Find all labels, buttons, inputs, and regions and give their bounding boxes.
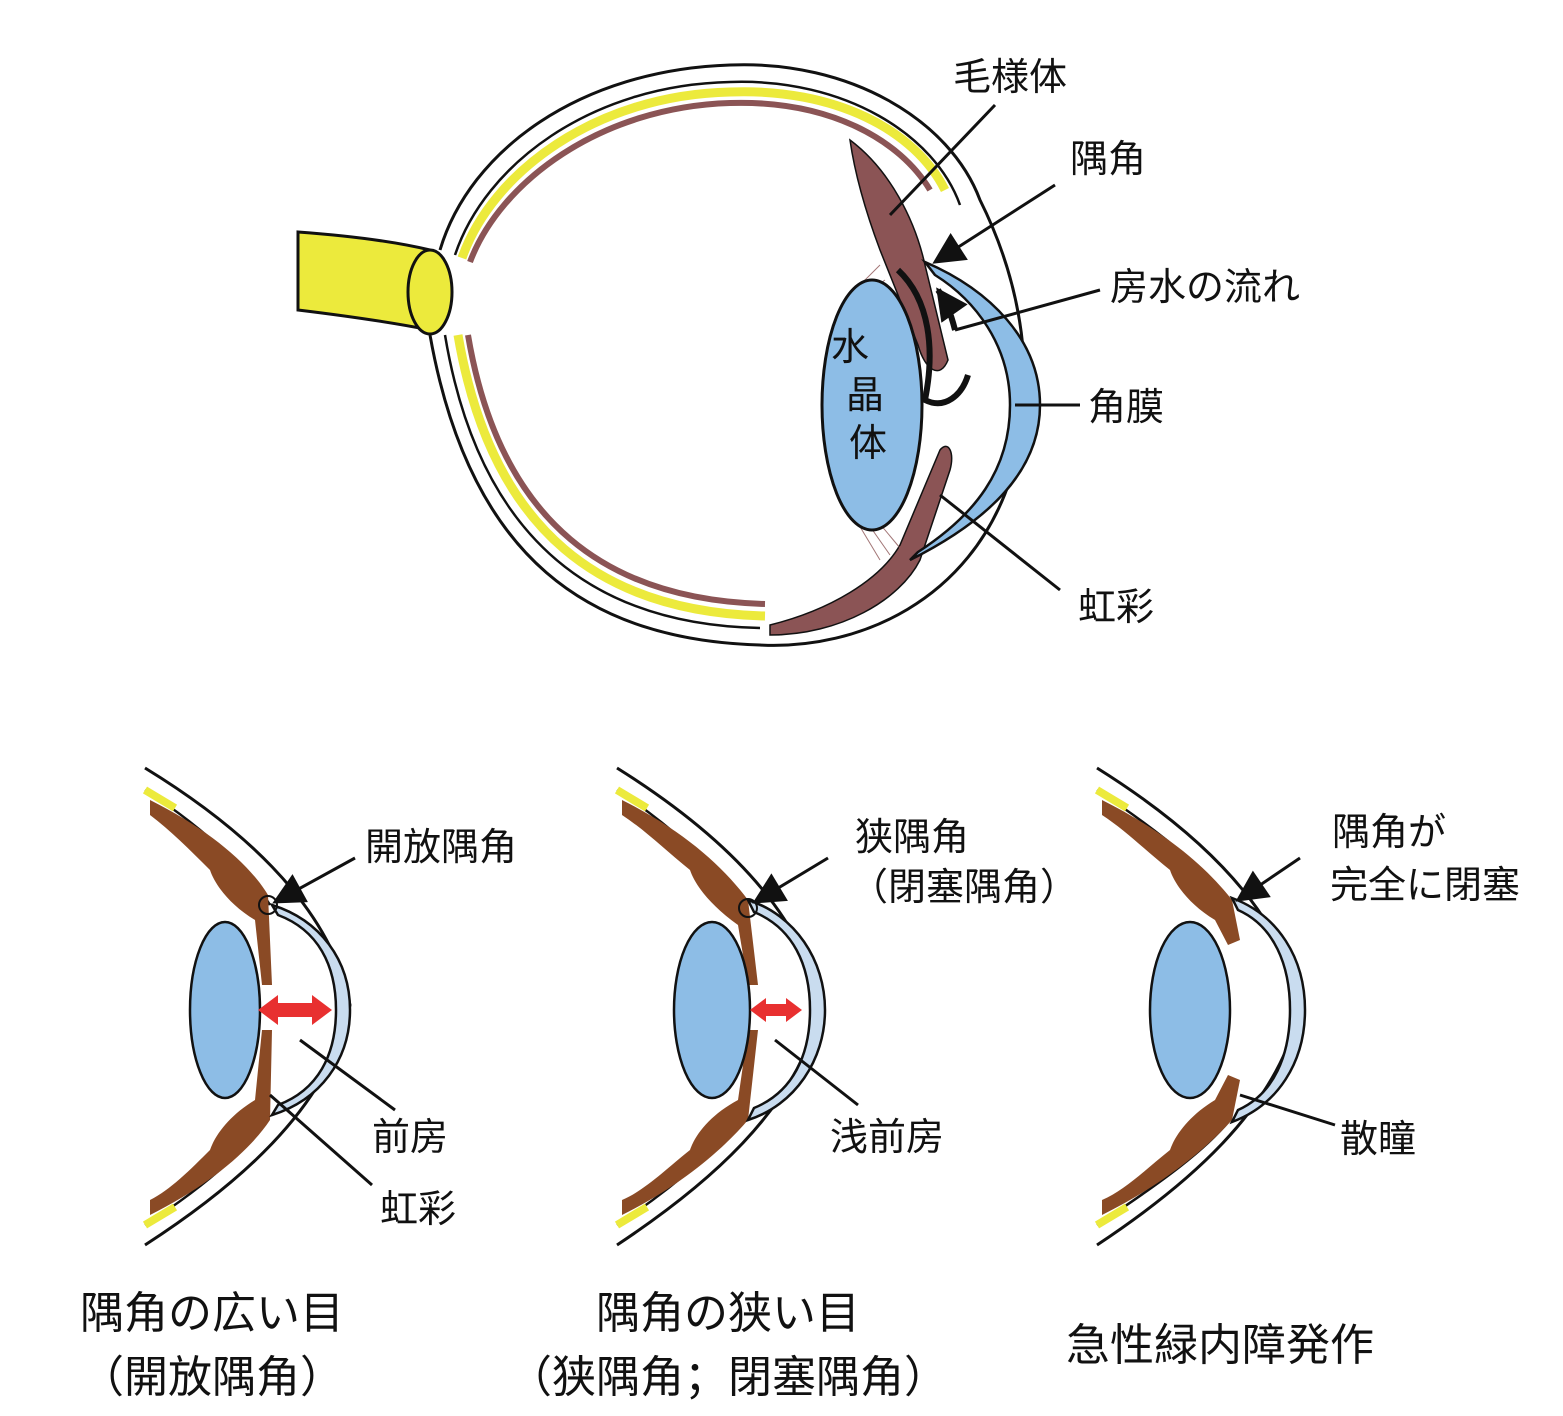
- panel3-caption-1: 急性緑内障発作: [1066, 1320, 1374, 1371]
- panel2-lens: [672, 920, 752, 1100]
- choroid: [467, 99, 933, 264]
- panel3-lens: [1148, 920, 1232, 1100]
- panel3-angle-label-2: 完全に閉塞: [1330, 863, 1520, 907]
- lens: [820, 278, 924, 532]
- ciliary-body-label: 毛様体: [953, 55, 1067, 99]
- panel3-cornea: [1229, 895, 1307, 1125]
- panel1-ciliary-bottom: [150, 1030, 272, 1215]
- lens-label-2: 晶: [846, 373, 884, 417]
- panel2-angle-label-1: 狭隅角: [855, 815, 969, 859]
- panel-narrow-angle: 狭隅角 （閉塞隅角） 浅前房 隅角の狭い目 （狭隅角；閉塞隅角）: [508, 766, 1078, 1403]
- panel3-ciliary-top: [1102, 800, 1240, 945]
- panel3-angle-label-1: 隅角が: [1332, 810, 1446, 854]
- panel3-pupil-label: 散瞳: [1340, 1117, 1416, 1161]
- panel-open-angle: 開放隅角 前房 虹彩 隅角の広い目 （開放隅角）: [80, 766, 517, 1403]
- panel2-chamber-label: 浅前房: [830, 1115, 944, 1159]
- angle-arrow: [932, 183, 1056, 264]
- angle-label: 隅角: [1070, 137, 1146, 181]
- main-eye-cross-section: 水 晶 体 毛様体 隅角 房水の流れ 角膜 虹彩: [296, 55, 1300, 647]
- cornea-label: 角膜: [1088, 385, 1164, 429]
- panel2-ciliary-bottom: [622, 1030, 758, 1215]
- panel1-chamber-depth-arrow: [258, 995, 332, 1025]
- lens-label-3: 体: [849, 421, 887, 465]
- aqueous-flow-arrow: [895, 267, 971, 407]
- panel2-caption-2: （狭隅角；閉塞隅角）: [508, 1352, 948, 1403]
- panel2-chamber-depth-arrow: [750, 998, 802, 1022]
- lens-label-1: 水: [831, 325, 869, 369]
- ciliary-leader: [888, 103, 997, 217]
- panel1-ciliary-top: [150, 800, 272, 985]
- panel1-angle-label: 開放隅角: [365, 825, 517, 869]
- iris-leader: [939, 493, 1061, 592]
- panel3-ciliary-bottom: [1102, 1075, 1240, 1215]
- panel1-caption-1: 隅角の広い目: [80, 1288, 344, 1339]
- panel2-angle-label-2: （閉塞隅角）: [850, 865, 1078, 909]
- optic-nerve: [296, 230, 454, 336]
- panel1-chamber-label: 前房: [372, 1115, 448, 1159]
- retina: [457, 87, 950, 260]
- panel1-lens: [188, 920, 262, 1100]
- aqueous-flow-label: 房水の流れ: [1110, 265, 1300, 309]
- iris-label: 虹彩: [1078, 585, 1154, 629]
- panel1-iris-label: 虹彩: [380, 1187, 456, 1231]
- panel2-caption-1: 隅角の狭い目: [596, 1288, 860, 1339]
- panel2-ciliary-top: [622, 800, 758, 985]
- panel1-caption-2: （開放隅角）: [80, 1352, 344, 1403]
- cornea: [909, 258, 1042, 562]
- flow-leader: [954, 288, 1101, 332]
- panel-acute-glaucoma: 隅角が 完全に閉塞 散瞳 急性緑内障発作: [1066, 766, 1520, 1371]
- ciliary-body-bottom: [769, 445, 953, 636]
